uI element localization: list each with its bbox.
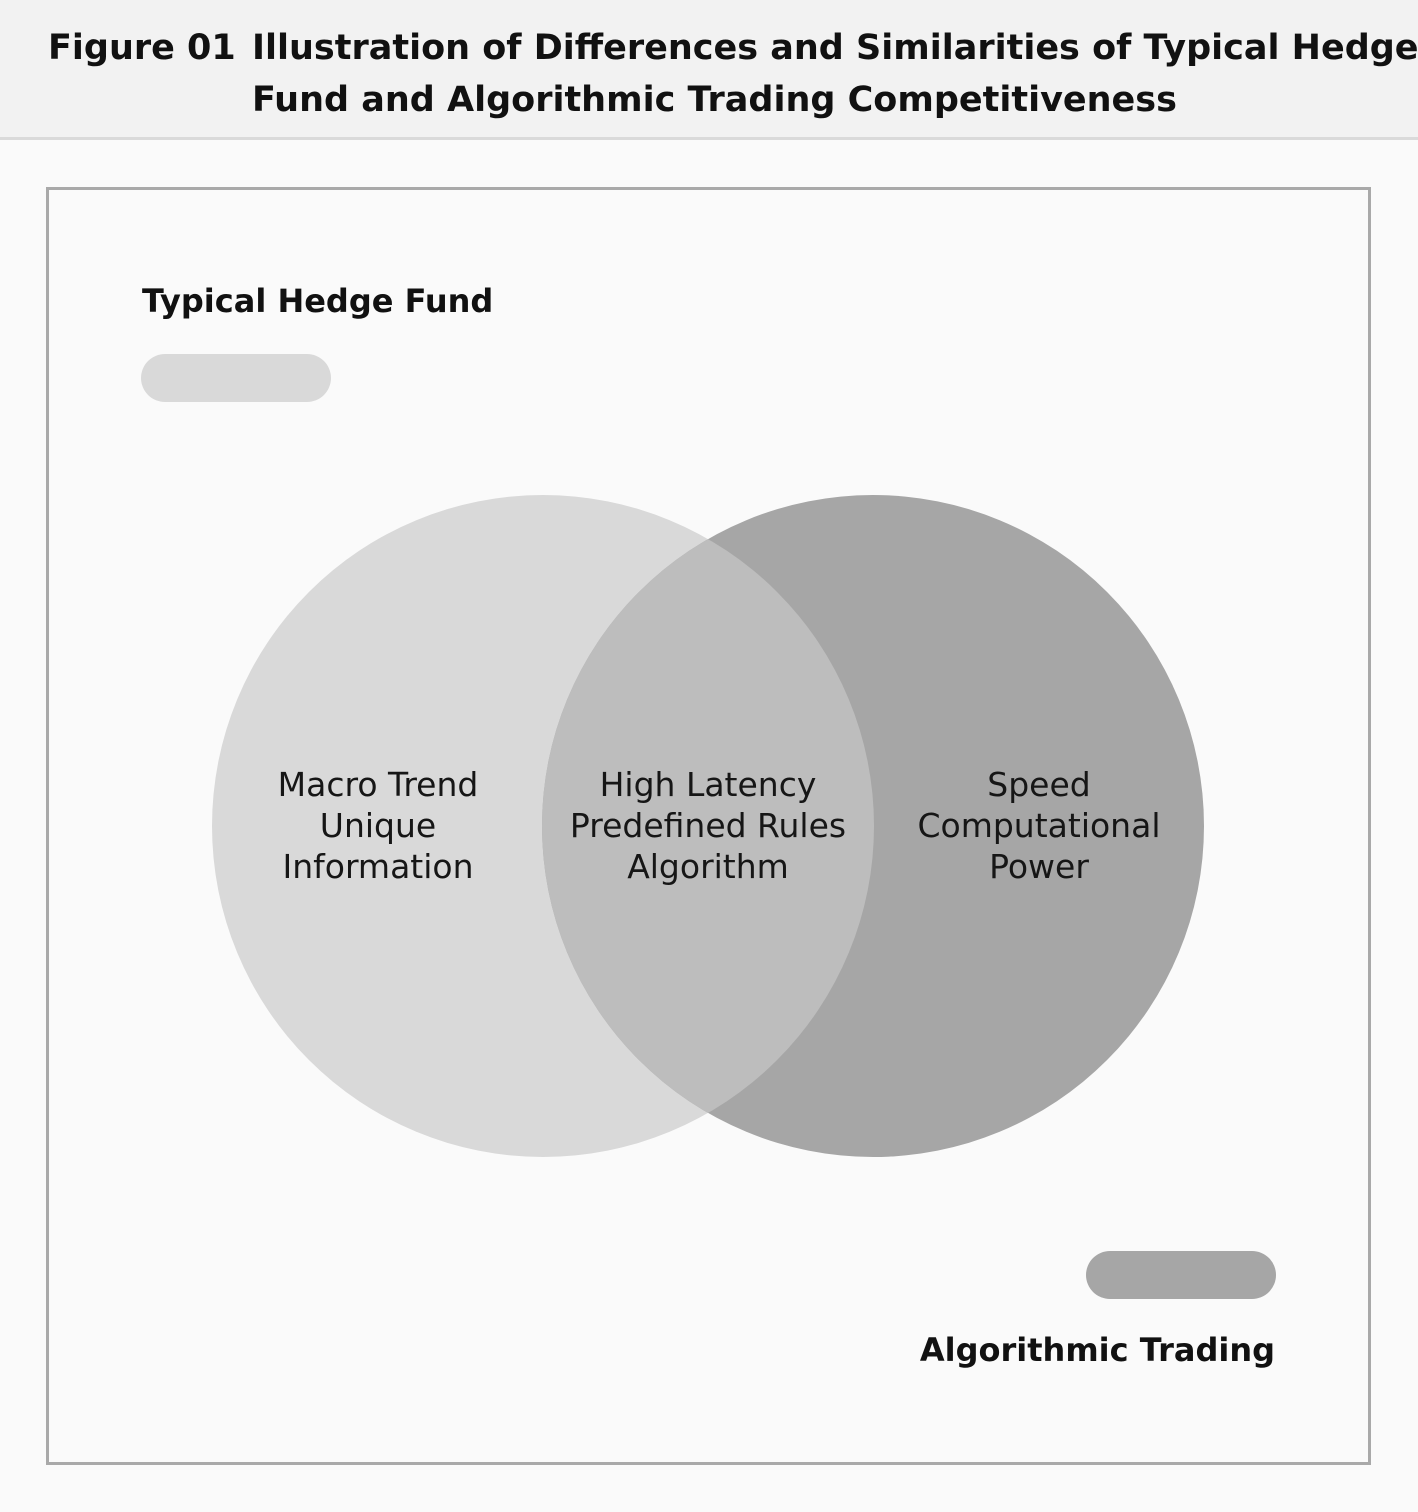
figure-title: Illustration of Differences and Similari…	[252, 22, 1418, 126]
figure-number: Figure 01	[48, 28, 236, 68]
legend-label-algorithmic-trading: Algorithmic Trading	[919, 1331, 1275, 1369]
algorithmic-trading-item: Power	[989, 847, 1089, 886]
algorithmic-trading-item: Speed	[987, 765, 1091, 804]
algorithmic-trading-item: Computational	[917, 806, 1161, 845]
hedge-fund-item: Information	[282, 847, 474, 886]
legend-swatch-hedge-fund	[141, 354, 331, 402]
overlap-item: Predefined Rules	[569, 806, 847, 845]
overlap-region	[542, 495, 874, 1157]
figure-title-line-2: Fund and Algorithmic Trading Competitive…	[252, 80, 1177, 120]
algorithmic-trading-only-text: Speed Computational Power	[879, 764, 1199, 887]
figure-header: Figure 01 Illustration of Differences an…	[0, 0, 1418, 140]
figure-title-line-1: Illustration of Differences and Similari…	[252, 28, 1418, 68]
hedge-fund-item: Unique	[319, 806, 437, 845]
overlap-item: High Latency	[599, 765, 817, 804]
overlap-text: High Latency Predefined Rules Algorithm	[548, 764, 868, 887]
overlap-item: Algorithm	[627, 847, 789, 886]
legend-label-hedge-fund: Typical Hedge Fund	[142, 282, 494, 320]
legend-swatch-algorithmic-trading	[1086, 1251, 1276, 1299]
hedge-fund-only-text: Macro Trend Unique Information	[218, 764, 538, 887]
hedge-fund-item: Macro Trend	[277, 765, 479, 804]
